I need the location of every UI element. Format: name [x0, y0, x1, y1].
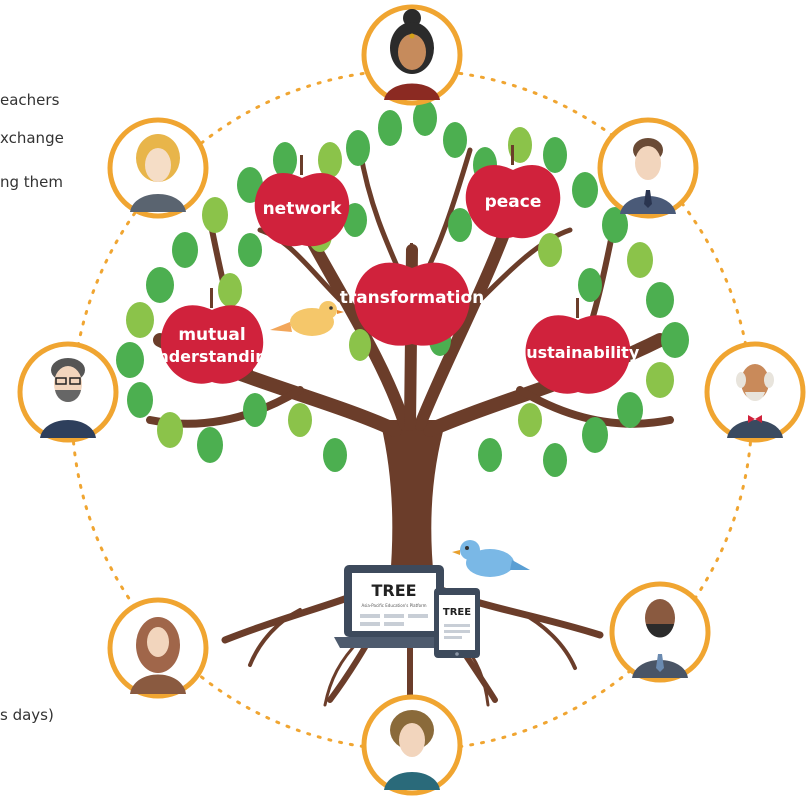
blue-bird-icon: [452, 540, 530, 577]
avatar-man-dark-beard: [609, 581, 711, 683]
laptop-logo: TREE: [371, 581, 416, 600]
apple-sustainability: sustainability: [517, 298, 640, 394]
tree-trunk: [380, 420, 446, 580]
avatar-man-suit: [597, 117, 699, 219]
apple-label-understanding: understanding: [146, 347, 278, 366]
avatar-woman-headdress: [361, 4, 463, 106]
laptop-subtitle: Asia-Pacific Education's Platform: [361, 603, 426, 608]
avatar-woman-blonde: [107, 117, 209, 219]
apple-label-sustainability: sustainability: [517, 343, 640, 362]
side-text-line-4: s days): [0, 706, 54, 724]
apple-network: network: [254, 155, 350, 247]
avatar-man-glasses-beard: [17, 341, 119, 443]
apple-transformation: transformation: [340, 243, 485, 346]
tablet-icon: TREE: [434, 588, 480, 658]
apple-peace: peace: [465, 145, 561, 239]
avatar-elder-man-bowtie: [704, 341, 806, 443]
yellow-bird-icon: [270, 301, 344, 336]
tree-leaves: [116, 100, 689, 477]
apple-label-mutual: mutual: [178, 325, 245, 345]
avatar-curly-hair-person: [361, 694, 463, 796]
side-text-line-3: ng them: [0, 173, 64, 191]
avatar-woman-hijab: [107, 597, 209, 699]
apple-label-peace: peace: [485, 192, 542, 212]
laptop-icon: TREE Asia-Pacific Education's Platform: [334, 565, 454, 648]
apple-mutual-understanding: mutual understanding: [146, 288, 278, 384]
apple-label-transformation: transformation: [340, 288, 485, 308]
tablet-logo: TREE: [443, 607, 471, 618]
side-text-line-2: xchange: [0, 129, 64, 147]
side-text-line-1: eachers: [0, 91, 60, 109]
apple-label-network: network: [263, 199, 343, 219]
